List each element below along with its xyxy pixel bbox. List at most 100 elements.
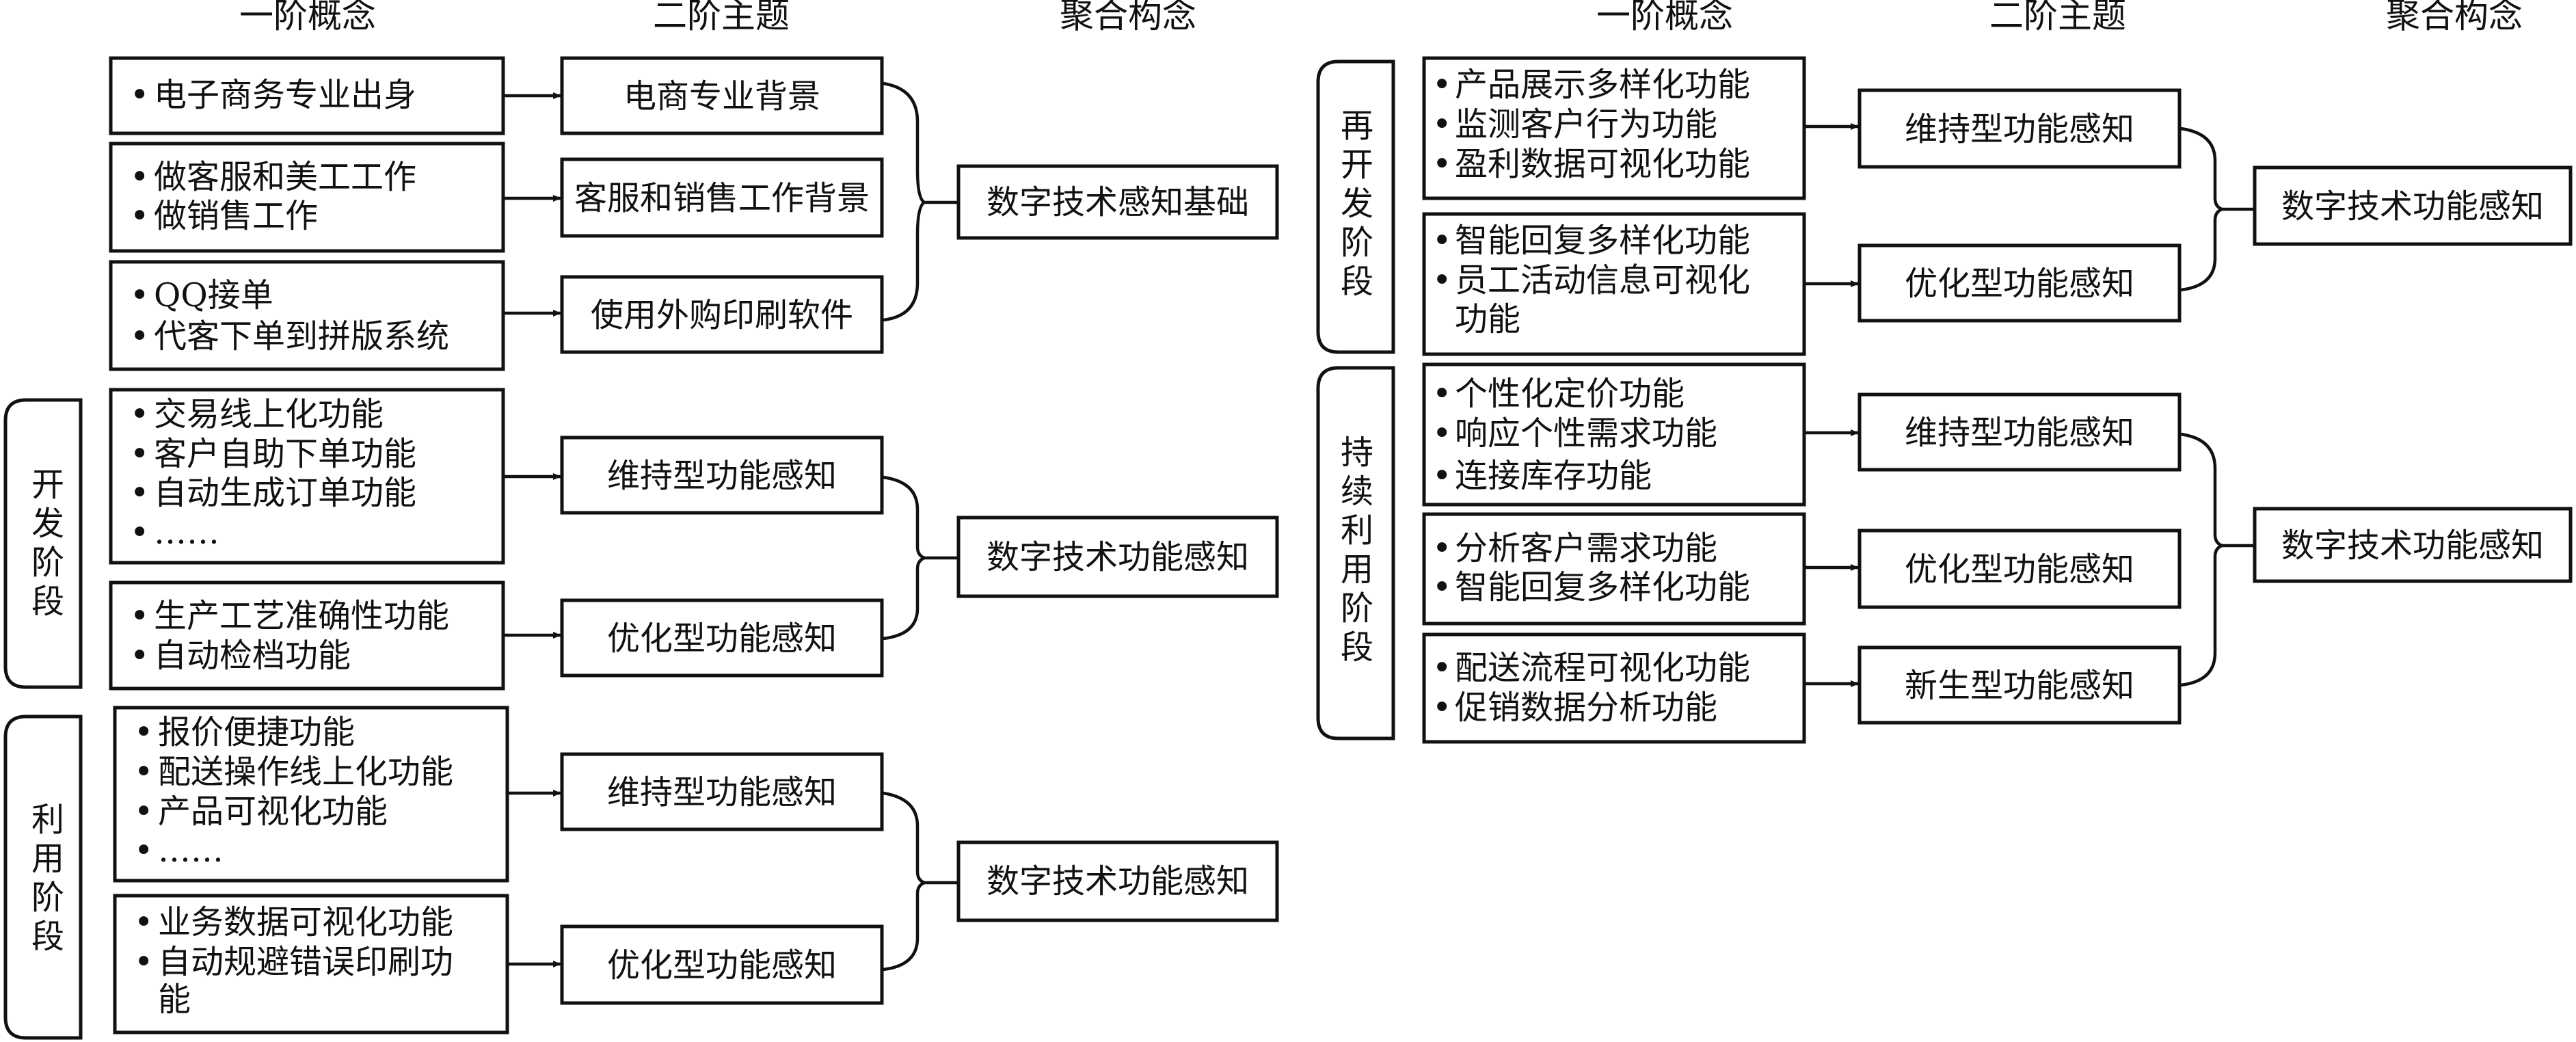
right-group-continuous-utilization: 持 续 利 用 阶 段 • 个性化定价功能 • 响应个性需求功能 • 连接库存功…: [1316, 362, 2573, 744]
bullet-dot: •: [1432, 568, 1451, 606]
stage-label-continuous-utilization: 持 续 利 用 阶 段: [1316, 366, 1395, 740]
bullet-dot: •: [130, 197, 149, 235]
theme-label: 维持型功能感知: [607, 457, 837, 495]
stage-label-redevelopment: 再 开 发 阶 段: [1316, 59, 1395, 354]
left-group-development: 开 发 阶 段 • 交易线上化功能 • 客户自助下单功能 • 自动生成订单功能 …: [3, 388, 1279, 691]
concept-box: • 分析客户需求功能 • 智能回复多样化功能: [1422, 512, 1806, 626]
construct-box: 数字技术功能感知: [956, 516, 1279, 598]
stage-char: 开: [31, 466, 64, 504]
concept-box: • QQ接单 • 代客下单到拼版系统: [109, 260, 505, 371]
stage-char: 续: [1341, 472, 1373, 511]
theme-label: 维持型功能感知: [607, 773, 837, 812]
bullet-dot: •: [134, 943, 153, 981]
construct-box: 数字技术功能感知: [2253, 507, 2573, 583]
stage-char: 阶: [31, 879, 64, 917]
bullet-dot: •: [1432, 414, 1451, 453]
bullet-dot: •: [1432, 375, 1451, 413]
theme-box: 客服和销售工作背景: [560, 157, 884, 238]
concept-line: 智能回复多样化功能: [1455, 568, 1750, 606]
bullet-dot: •: [130, 474, 149, 512]
construct-label: 数字技术感知基础: [987, 183, 1249, 222]
stage-char: 利: [1341, 511, 1373, 550]
theme-box: 电商专业背景: [560, 56, 884, 135]
concept-line: 生产工艺准确性功能: [154, 597, 449, 635]
concept-line: 做客服和美工工作: [154, 158, 416, 196]
theme-label: 优化型功能感知: [607, 619, 837, 658]
theme-box: 使用外购印刷软件: [560, 275, 884, 354]
left-group-utilization: 利 用 阶 段 • 报价便捷功能 • 配送操作线上化功能 • 产品可视化功能 •…: [3, 706, 1279, 1040]
theme-label: 维持型功能感知: [1905, 414, 2134, 452]
bullet-dot: •: [134, 792, 153, 831]
bullet-dot: •: [130, 76, 149, 114]
construct-box: 数字技术功能感知: [2253, 165, 2573, 246]
concept-line: 监测客户行为功能: [1455, 105, 1717, 144]
bullet-dot: •: [130, 276, 149, 315]
theme-box: 新生型功能感知: [1857, 645, 2182, 725]
construct-label: 数字技术功能感知: [987, 538, 1249, 576]
construct-label: 数字技术功能感知: [2281, 526, 2544, 565]
concept-line: 能: [158, 980, 191, 1019]
concept-line: 客户自助下单功能: [154, 435, 416, 473]
bullet-dot: •: [1432, 261, 1451, 299]
concept-box: • 产品展示多样化功能 • 监测客户行为功能 • 盈利数据可视化功能: [1422, 56, 1806, 200]
concept-line: 代客下单到拼版系统: [154, 317, 449, 356]
concept-line: 促销数据分析功能: [1455, 689, 1717, 727]
theme-box: 维持型功能感知: [1857, 392, 2182, 472]
bullet-dot: •: [1432, 105, 1451, 144]
stage-char: 阶: [31, 544, 64, 582]
concept-box: • 智能回复多样化功能 • 员工活动信息可视化 功能: [1422, 212, 1806, 356]
concept-line: 智能回复多样化功能: [1455, 222, 1750, 260]
theme-label: 优化型功能感知: [607, 946, 837, 985]
concept-line: 分析客户需求功能: [1455, 529, 1717, 567]
stage-label-utilization: 利 用 阶 段: [3, 714, 83, 1040]
concept-line: 自动检档功能: [154, 637, 351, 675]
theme-box: 优化型功能感知: [1857, 529, 2182, 609]
theme-label: 电商专业背景: [623, 77, 820, 116]
concept-line: 个性化定价功能: [1455, 375, 1685, 413]
theme-box: 优化型功能感知: [1857, 243, 2182, 323]
stage-label-development: 开 发 阶 段: [3, 398, 83, 689]
stage-char: 再: [1341, 107, 1373, 145]
stage-char: 发: [1341, 185, 1373, 223]
theme-label: 优化型功能感知: [1905, 265, 2134, 303]
bullet-dot: •: [1432, 689, 1451, 727]
concept-line: 产品展示多样化功能: [1455, 66, 1750, 104]
grouping-brace: [883, 475, 929, 641]
concept-box: • 做客服和美工工作 • 做销售工作: [109, 142, 505, 253]
bullet-dot: •: [130, 435, 149, 473]
theme-label: 客服和销售工作背景: [574, 179, 870, 217]
stage-char: 发: [31, 505, 64, 543]
concept-line: 报价便捷功能: [158, 713, 355, 751]
theme-label: 优化型功能感知: [1905, 550, 2134, 589]
bullet-dot: •: [134, 903, 153, 941]
concept-box: • 报价便捷功能 • 配送操作线上化功能 • 产品可视化功能 • ……: [113, 706, 509, 883]
theme-box: 优化型功能感知: [560, 924, 884, 1005]
stage-char: 段: [1341, 628, 1373, 667]
grouping-brace: [2180, 126, 2227, 292]
bullet-dot: •: [130, 597, 149, 635]
right-group-redevelopment: 再 开 发 阶 段 • 产品展示多样化功能 • 监测客户行为功能 • 盈利数据可…: [1316, 56, 2573, 356]
bullet-dot: •: [130, 158, 149, 196]
stage-char: 持: [1341, 433, 1373, 472]
theme-box: 维持型功能感知: [560, 436, 884, 515]
bullet-dot: •: [1432, 145, 1451, 183]
concept-box: • 个性化定价功能 • 响应个性需求功能 • 连接库存功能: [1422, 362, 1806, 507]
construct-label: 数字技术功能感知: [987, 862, 1249, 900]
header-left-aggregate: 聚合构念: [1060, 0, 1196, 36]
concept-line: 产品可视化功能: [158, 792, 388, 831]
concept-box: • 交易线上化功能 • 客户自助下单功能 • 自动生成订单功能 • ……: [109, 388, 505, 565]
concept-line: 连接库存功能: [1455, 457, 1652, 495]
concept-line: 配送操作线上化功能: [158, 753, 453, 791]
stage-char: 阶: [1341, 589, 1373, 628]
concept-line: 员工活动信息可视化: [1455, 261, 1750, 299]
stage-char: 开: [1341, 146, 1373, 184]
concept-line: ……: [158, 831, 224, 870]
concept-box: • 配送流程可视化功能 • 促销数据分析功能: [1422, 632, 1806, 744]
stage-char: 用: [1341, 550, 1373, 589]
concept-line: 电子商务专业出身: [154, 76, 416, 114]
stage-char: 段: [31, 583, 64, 621]
stage-char: 段: [1341, 263, 1373, 301]
header-right-aggregate: 聚合构念: [2386, 0, 2523, 36]
concept-line: QQ接单: [154, 276, 273, 315]
